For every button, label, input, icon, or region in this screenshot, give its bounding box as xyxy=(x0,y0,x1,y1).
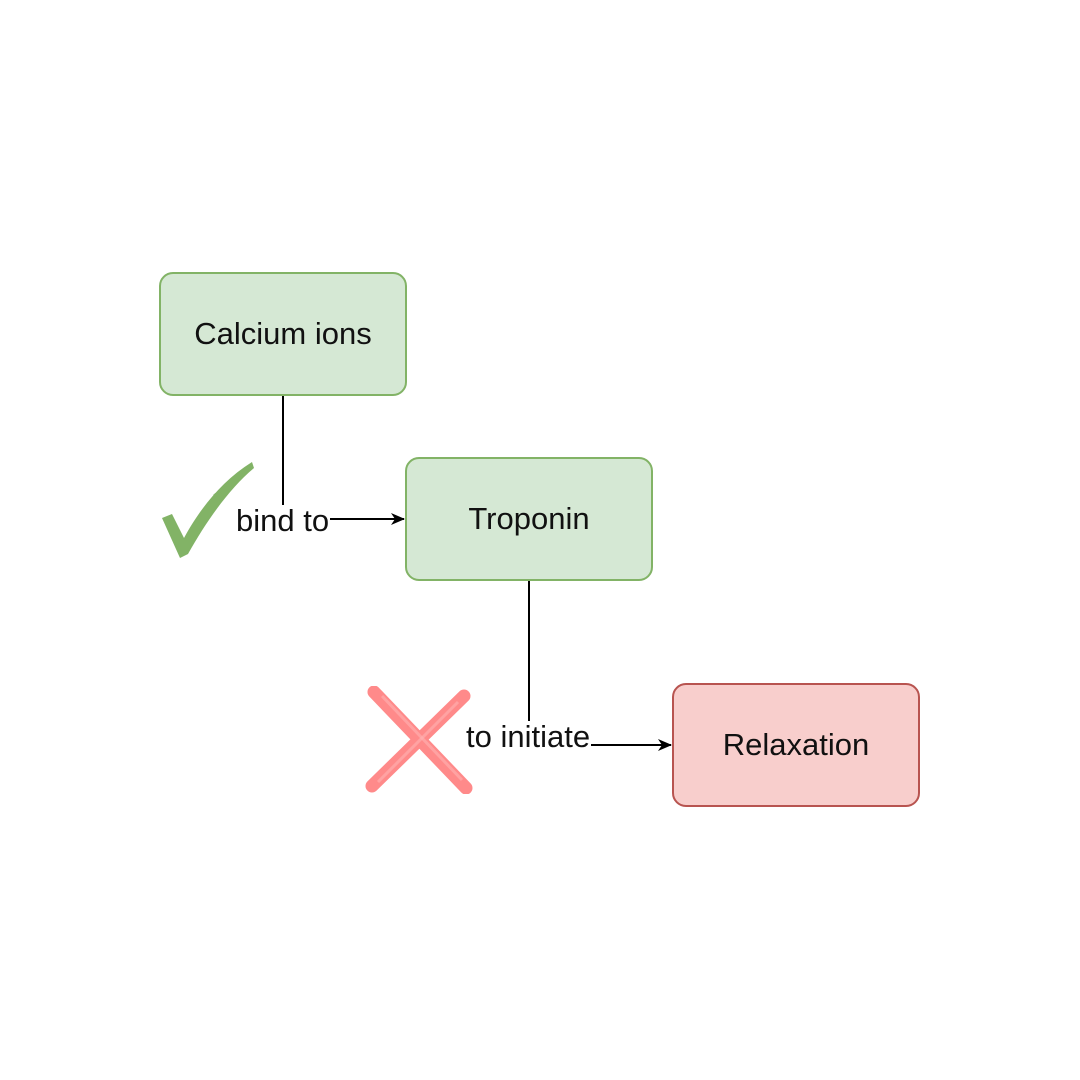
calcium-ions-node[interactable]: Calcium ions xyxy=(159,272,407,396)
edge-bind-label: bind to xyxy=(235,503,331,538)
relaxation-label: Relaxation xyxy=(722,727,870,762)
relaxation-node[interactable]: Relaxation xyxy=(672,683,920,807)
cross-icon xyxy=(365,686,473,794)
troponin-label: Troponin xyxy=(468,501,590,536)
troponin-node[interactable]: Troponin xyxy=(405,457,653,581)
check-icon xyxy=(162,462,254,558)
edge-bind-line xyxy=(282,396,405,525)
edge-initiate-label: to initiate xyxy=(465,719,592,754)
calcium-ions-label: Calcium ions xyxy=(194,316,372,351)
